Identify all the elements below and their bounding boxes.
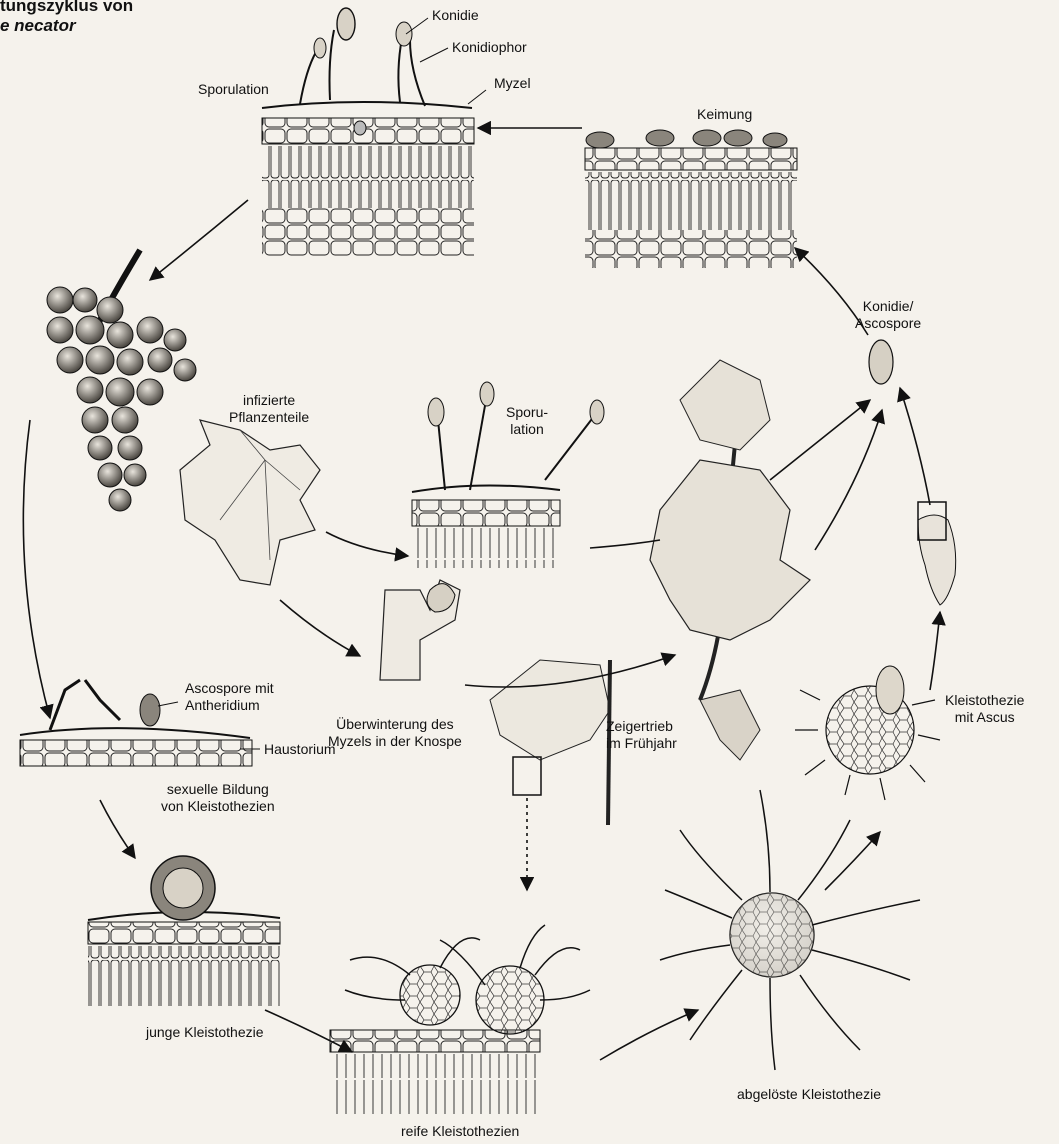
label-detached-cleistothecium: abgelöste Kleistothezie (737, 1086, 881, 1103)
cleistothecium-with-ascus (795, 666, 940, 800)
label-konidiophor: Konidiophor (452, 39, 527, 56)
label-infected-parts: infizierte Pflanzenteile (229, 392, 309, 426)
label-mature-cleistothecia: reife Kleistothezien (401, 1123, 519, 1140)
overwintering-bud (380, 580, 460, 680)
label-sporulation-top: Sporulation (198, 81, 269, 98)
label-cleistothecium-ascus: Kleistothezie mit Ascus (945, 692, 1024, 726)
conidium-spore (869, 340, 893, 384)
vine-shoot (650, 360, 810, 760)
label-myzel: Myzel (494, 75, 531, 92)
label-keimung: Keimung (697, 106, 752, 123)
label-sporulation-middle: Sporu- lation (506, 404, 548, 438)
detached-cleistothecium (660, 790, 920, 1070)
label-young-cleistothecium: junge Kleistothezie (146, 1024, 264, 1041)
label-sexual-formation: sexuelle Bildung von Kleistothezien (161, 781, 275, 815)
leaf-section-keimung (585, 130, 797, 268)
infected-leaf (180, 420, 320, 585)
young-cleistothecium-section (88, 856, 280, 1006)
ascus-detail (918, 502, 956, 605)
mature-cleistothecia-section (330, 925, 590, 1114)
label-overwintering: Überwinterung des Myzels in der Knospe (328, 716, 462, 750)
label-konidie: Konidie (432, 7, 479, 24)
label-konidie-ascospore: Konidie/ Ascospore (855, 298, 921, 332)
label-ascospore-antheridium: Ascospore mit Antheridium (185, 680, 274, 714)
label-haustorium: Haustorium (264, 741, 336, 758)
grape-cluster (47, 250, 196, 511)
leaf-section-sporulation (262, 8, 474, 256)
label-zeigertrieb: Zeigertrieb im Frühjahr (606, 718, 677, 752)
